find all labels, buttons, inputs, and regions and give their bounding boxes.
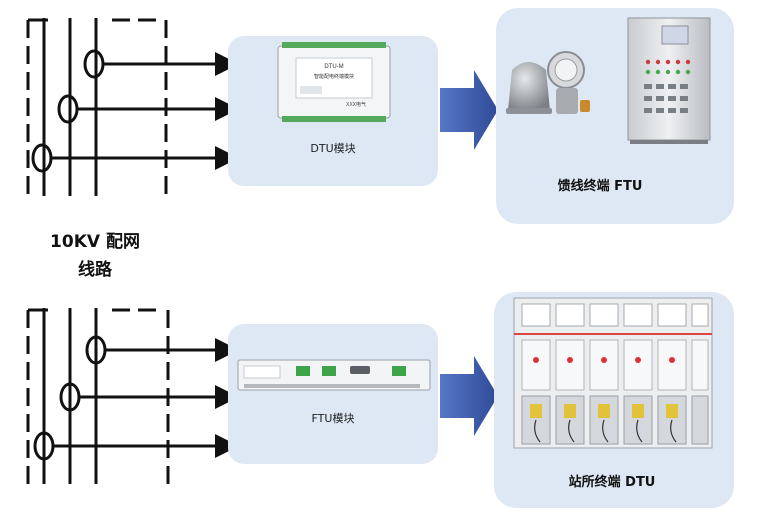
top-flow-arrow [440, 70, 498, 150]
bottom-line-schematic [26, 308, 239, 488]
line-label-line2: 线路 [78, 260, 112, 280]
ftu-terminal-label: 馈线终端 FTU [558, 178, 643, 194]
line-label-line1: 10KV 配网 [50, 232, 140, 252]
ftu-module-label: FTU模块 [312, 412, 355, 425]
meter-device [547, 51, 590, 114]
switchgear-cabinet [513, 297, 713, 449]
sensor-device [506, 62, 552, 114]
line-section-label: 10KV 配网 线路 [40, 228, 150, 284]
dtu-module-device: DTU-M 智能配电终端模块 XXX电气 [277, 42, 391, 122]
ftu-terminal-panel: 馈线终端 FTU [496, 8, 734, 224]
current-sensor-ring [31, 143, 53, 173]
ftu-module-device [237, 359, 431, 391]
current-sensor-ring [57, 94, 79, 124]
device-brand-text: XXX电气 [346, 101, 366, 108]
dtu-terminal-label: 站所终端 DTU [569, 474, 656, 490]
ftu-module-panel: FTU模块 [228, 324, 438, 464]
device-name-text: 智能配电终端模块 [314, 73, 354, 80]
top-line-schematic [26, 18, 239, 200]
dtu-terminal-panel: 站所终端 DTU [494, 292, 734, 508]
device-model-text: DTU-M [324, 64, 343, 70]
bottom-flow-arrow [440, 356, 498, 436]
current-sensor-ring [83, 49, 105, 79]
dtu-module-panel: DTU-M 智能配电终端模块 XXX电气 DTU模块 [228, 36, 438, 186]
ftu-cabinet [627, 17, 711, 144]
dtu-module-label: DTU模块 [310, 142, 355, 155]
